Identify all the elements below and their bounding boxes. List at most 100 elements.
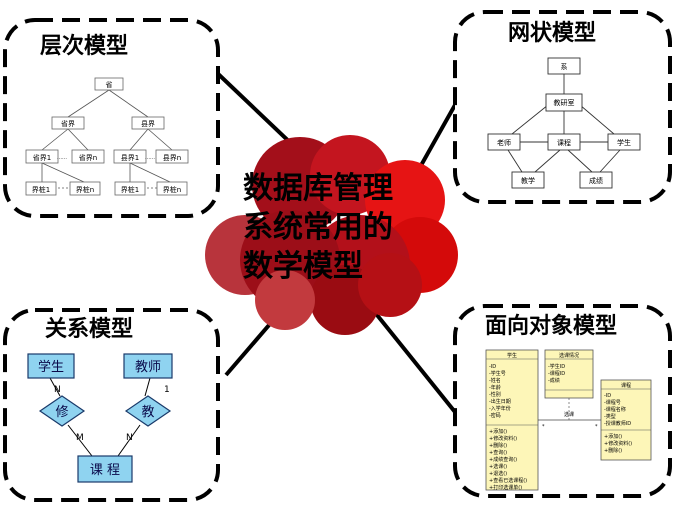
er-entity-course [77, 455, 133, 483]
net-node-label: 成绩 [589, 176, 603, 185]
oo-title: 面向对象模型 [485, 313, 617, 339]
hier-level4-label: 界桩n [76, 185, 94, 194]
er-cardinality: M [76, 433, 84, 443]
uml-attr: -入学年份 [489, 405, 511, 412]
hier-node-level4 [156, 181, 188, 196]
hier-node-level4 [69, 181, 101, 196]
er-entity-student [27, 353, 75, 379]
net-node-label: 教研室 [554, 98, 575, 107]
er-cardinality: N [54, 385, 61, 395]
uml-class-student: 学生 -ID -学生号 -姓名 -年龄 -性别 -出生日期 -入学年份 -密码 … [485, 349, 539, 491]
uml-class-name: 课程 [621, 382, 631, 389]
net-node-label: 老师 [497, 138, 511, 147]
hier-ellipsis: …… [145, 155, 155, 161]
er-cardinality: N [126, 433, 133, 443]
hier-node-level3 [71, 149, 105, 164]
central-cloud: 数据库管理 系统常用的 数学模型 [205, 135, 458, 335]
net-node-label: 系 [561, 62, 568, 71]
hier-edges [41, 89, 173, 189]
uml-attr: -课程号 [604, 399, 621, 406]
uml-attr: -ID [489, 364, 496, 370]
net-node [545, 93, 583, 112]
hier-ellipsis: …… [57, 155, 67, 161]
er-relation-enroll [38, 395, 86, 427]
hier-title: 层次模型 [40, 33, 128, 59]
er-entity-label: 课 程 [90, 463, 120, 478]
uml-op: +查看已选课程() [489, 477, 527, 484]
uml-multiplicity: * [542, 424, 545, 430]
connector-hier [212, 68, 300, 152]
uml-attr: -年龄 [489, 384, 501, 391]
hier-node-level4 [25, 181, 57, 196]
hier-node-level2 [131, 116, 165, 130]
center-title-line2: 系统常用的 [243, 210, 393, 245]
hier-level3-label: 省界1 [33, 153, 51, 162]
er-cardinality: 1 [164, 385, 170, 395]
hier-level4-label: 界桩1 [121, 185, 139, 194]
uml-op: +查询() [489, 449, 507, 456]
oo-model-panel: 面向对象模型 学生 -ID -学生号 -姓名 -年龄 -性别 -出生日期 -入学… [453, 304, 672, 498]
hier-level2-label: 省界 [61, 119, 75, 128]
uml-op: +成绩查询() [489, 456, 517, 463]
net-node [547, 57, 581, 75]
uml-association: 选课 * * [538, 398, 601, 430]
uml-attr: -学生ID [548, 363, 565, 370]
uml-link-label: 选课 [564, 411, 574, 418]
net-edges [507, 74, 621, 173]
hier-level4-label: 界桩1 [32, 185, 50, 194]
net-node [511, 171, 545, 189]
hier-node-level3 [25, 149, 59, 164]
net-node [487, 133, 521, 151]
uml-attr: -课程名称 [604, 406, 626, 413]
er-entity-label: 教师 [135, 359, 161, 375]
er-relation-teach [124, 395, 172, 427]
uml-class-enroll: 选课情况 -学生ID -课程ID -成绩 [544, 349, 594, 399]
uml-class-course: 课程 -ID -课程号 -课程名称 -类型 -授课教师ID +添加() +修改资… [600, 379, 652, 461]
center-title-line3: 数学模型 [243, 249, 363, 284]
er-entity-teacher [123, 353, 173, 379]
uml-op: +退选() [489, 470, 507, 477]
net-node-label: 学生 [617, 138, 631, 147]
hier-level3-label: 县界1 [121, 154, 139, 162]
hier-root-label: 省 [106, 80, 113, 89]
uml-op: +添加() [489, 428, 507, 435]
hier-level2-label: 县界 [141, 120, 155, 128]
er-entity-label: 学生 [38, 359, 64, 375]
uml-attr: -密码 [489, 412, 501, 419]
uml-class-name: 学生 [507, 352, 517, 359]
hier-node-level4 [114, 181, 146, 196]
er-relation-label: 修 [55, 405, 68, 420]
hier-level3-label: 县界n [163, 154, 181, 162]
uml-attr: -课程ID [548, 370, 565, 377]
uml-op: +修改资料() [604, 440, 632, 447]
net-model-panel: 网状模型 系 教研室 老师 课程 学生 教学 成绩 [453, 10, 672, 204]
hier-level4-label: 界桩n [163, 185, 181, 194]
connector-oo [363, 298, 457, 414]
uml-attr: -ID [604, 393, 611, 399]
uml-op: +修改资料() [489, 435, 517, 442]
uml-op: +删除() [604, 447, 622, 454]
uml-attr: -授课教师ID [604, 420, 631, 427]
uml-class-name: 选课情况 [559, 352, 579, 359]
er-relation-label: 教 [141, 404, 154, 420]
uml-attr: -出生日期 [489, 398, 511, 405]
uml-op: +添加() [604, 433, 622, 440]
uml-attr: -姓名 [489, 377, 501, 384]
uml-attr: -学生号 [489, 370, 506, 377]
rel-model-panel: 关系模型 学生 教师 课 程 修 教 N M 1 N [3, 308, 220, 502]
er-edges [49, 377, 151, 457]
hier-model-panel: 层次模型 省 省界 县界 省界1 省界n 县界1 县 [3, 18, 220, 218]
hier-node-level3 [113, 149, 147, 164]
net-title: 网状模型 [508, 21, 596, 46]
uml-op: +删除() [489, 442, 507, 449]
uml-op: +选课() [489, 463, 507, 470]
hier-node-level3 [155, 149, 189, 164]
hier-node-level2 [51, 116, 85, 130]
net-node [607, 133, 641, 151]
net-node-label: 课程 [557, 138, 571, 147]
hier-level3-label: 省界n [79, 153, 97, 162]
net-node [579, 171, 613, 189]
hier-node-root [94, 77, 124, 91]
rel-title: 关系模型 [45, 317, 133, 342]
